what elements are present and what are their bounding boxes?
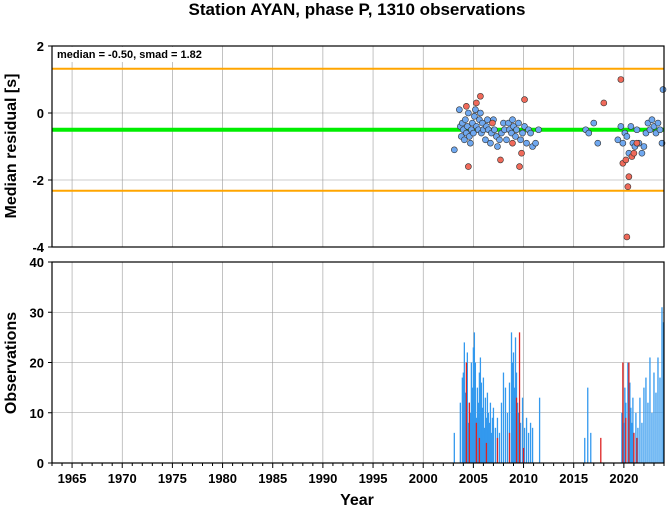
residual-point bbox=[521, 96, 528, 103]
residual-point bbox=[461, 136, 468, 144]
x-tick-label: 2005 bbox=[459, 471, 488, 486]
observations-bars bbox=[453, 307, 665, 463]
residual-point bbox=[465, 109, 472, 117]
residual-point bbox=[535, 126, 542, 134]
residual-point bbox=[462, 116, 469, 123]
residual-point bbox=[527, 129, 534, 137]
residual-point bbox=[623, 133, 631, 140]
residual-point bbox=[491, 126, 498, 134]
annotation-background bbox=[54, 47, 220, 62]
residual-point bbox=[590, 119, 598, 127]
residual-point bbox=[654, 119, 662, 127]
year-x-axis-label: Year bbox=[340, 492, 374, 509]
residual-point bbox=[503, 136, 510, 144]
y-tick-label: 2 bbox=[37, 39, 44, 54]
y-tick-label: -2 bbox=[32, 173, 44, 188]
residual-point bbox=[477, 109, 484, 117]
chart-title: Station AYAN, phase P, 1310 observations bbox=[189, 0, 526, 19]
residual-point bbox=[640, 143, 648, 150]
x-tick-label: 2020 bbox=[609, 471, 638, 486]
y-tick-label: 10 bbox=[30, 406, 44, 421]
observations-y-axis-label: Observations bbox=[3, 312, 20, 414]
x-tick-label: 1980 bbox=[208, 471, 237, 486]
residual-point bbox=[633, 139, 641, 147]
residual-point bbox=[594, 139, 602, 147]
x-tick-label: 1970 bbox=[108, 471, 137, 486]
y-tick-label: 0 bbox=[37, 106, 44, 121]
y-tick-label: 40 bbox=[30, 255, 44, 270]
residual-point bbox=[516, 163, 523, 170]
residual-point bbox=[518, 149, 525, 157]
residual-point bbox=[497, 156, 504, 164]
residual-point bbox=[617, 76, 625, 83]
x-tick-label: 1965 bbox=[58, 471, 87, 486]
residual-point bbox=[456, 106, 463, 113]
x-tick-label: 2015 bbox=[559, 471, 588, 486]
y-tick-label: 30 bbox=[30, 305, 44, 320]
residual-point bbox=[600, 99, 608, 107]
residual-y-axis-label: Median residual [s] bbox=[3, 74, 20, 219]
residual-point bbox=[482, 136, 489, 144]
x-tick-label: 2000 bbox=[409, 471, 438, 486]
residual-point bbox=[463, 103, 470, 110]
residual-panel: median = -0.50, smad = 1.82 -4 -2 0 2 Media… bbox=[3, 39, 667, 255]
residual-point bbox=[622, 156, 630, 164]
residual-point bbox=[585, 129, 593, 137]
observations-panel: 0 10 20 30 40 1965 1970 1975 1980 1985 1990 1995 20… bbox=[3, 255, 665, 509]
residual-point bbox=[509, 139, 516, 147]
residual-point bbox=[648, 116, 656, 123]
residual-points bbox=[451, 76, 667, 241]
residual-point bbox=[515, 119, 522, 127]
residual-point bbox=[619, 139, 627, 147]
y-tick-label: -4 bbox=[32, 240, 44, 255]
residual-y-ticks: -4 -2 0 2 bbox=[32, 39, 52, 255]
residual-point bbox=[512, 133, 519, 140]
residual-point bbox=[489, 119, 496, 127]
residual-point bbox=[471, 113, 478, 120]
residual-point bbox=[509, 116, 516, 123]
residual-point bbox=[513, 126, 520, 134]
residual-point bbox=[625, 173, 633, 180]
residual-point bbox=[617, 123, 625, 130]
residual-point bbox=[472, 106, 479, 113]
residual-point bbox=[633, 126, 641, 134]
residual-point bbox=[494, 143, 501, 150]
residual-point bbox=[624, 183, 632, 190]
x-tick-label: 2010 bbox=[509, 471, 538, 486]
residual-point bbox=[451, 146, 458, 154]
residual-point bbox=[496, 136, 503, 144]
residual-point bbox=[638, 149, 646, 157]
observations-y-ticks: 0 10 20 30 40 bbox=[30, 255, 52, 471]
residual-point bbox=[656, 126, 664, 134]
residual-point bbox=[487, 139, 494, 147]
residual-point bbox=[659, 86, 667, 93]
residual-point bbox=[630, 149, 638, 157]
residual-point bbox=[614, 136, 622, 144]
residual-point bbox=[623, 233, 631, 241]
residual-reference-lines bbox=[52, 67, 664, 192]
residual-point bbox=[627, 123, 635, 130]
residual-point bbox=[465, 163, 472, 170]
residual-plot-frame bbox=[51, 45, 665, 248]
residual-point bbox=[523, 139, 530, 147]
x-tick-label: 1995 bbox=[359, 471, 388, 486]
y-tick-label: 0 bbox=[37, 456, 44, 471]
residual-point bbox=[532, 139, 539, 147]
x-tick-label: 1975 bbox=[158, 471, 187, 486]
residual-point bbox=[517, 136, 524, 144]
residual-point bbox=[473, 99, 480, 107]
median-smad-annotation: median = -0.50, smad = 1.82 bbox=[57, 49, 202, 61]
residual-point bbox=[467, 139, 474, 147]
residual-point bbox=[519, 129, 526, 137]
residual-point bbox=[477, 92, 484, 100]
x-tick-label: 1985 bbox=[258, 471, 287, 486]
year-x-ticks: 1965 1970 1975 1980 1985 1990 1995 2000 2005 2010… bbox=[51, 463, 665, 486]
x-tick-label: 1990 bbox=[308, 471, 337, 486]
residual-point bbox=[470, 129, 477, 137]
residual-plot-area bbox=[52, 46, 664, 247]
y-tick-label: 20 bbox=[30, 356, 44, 371]
